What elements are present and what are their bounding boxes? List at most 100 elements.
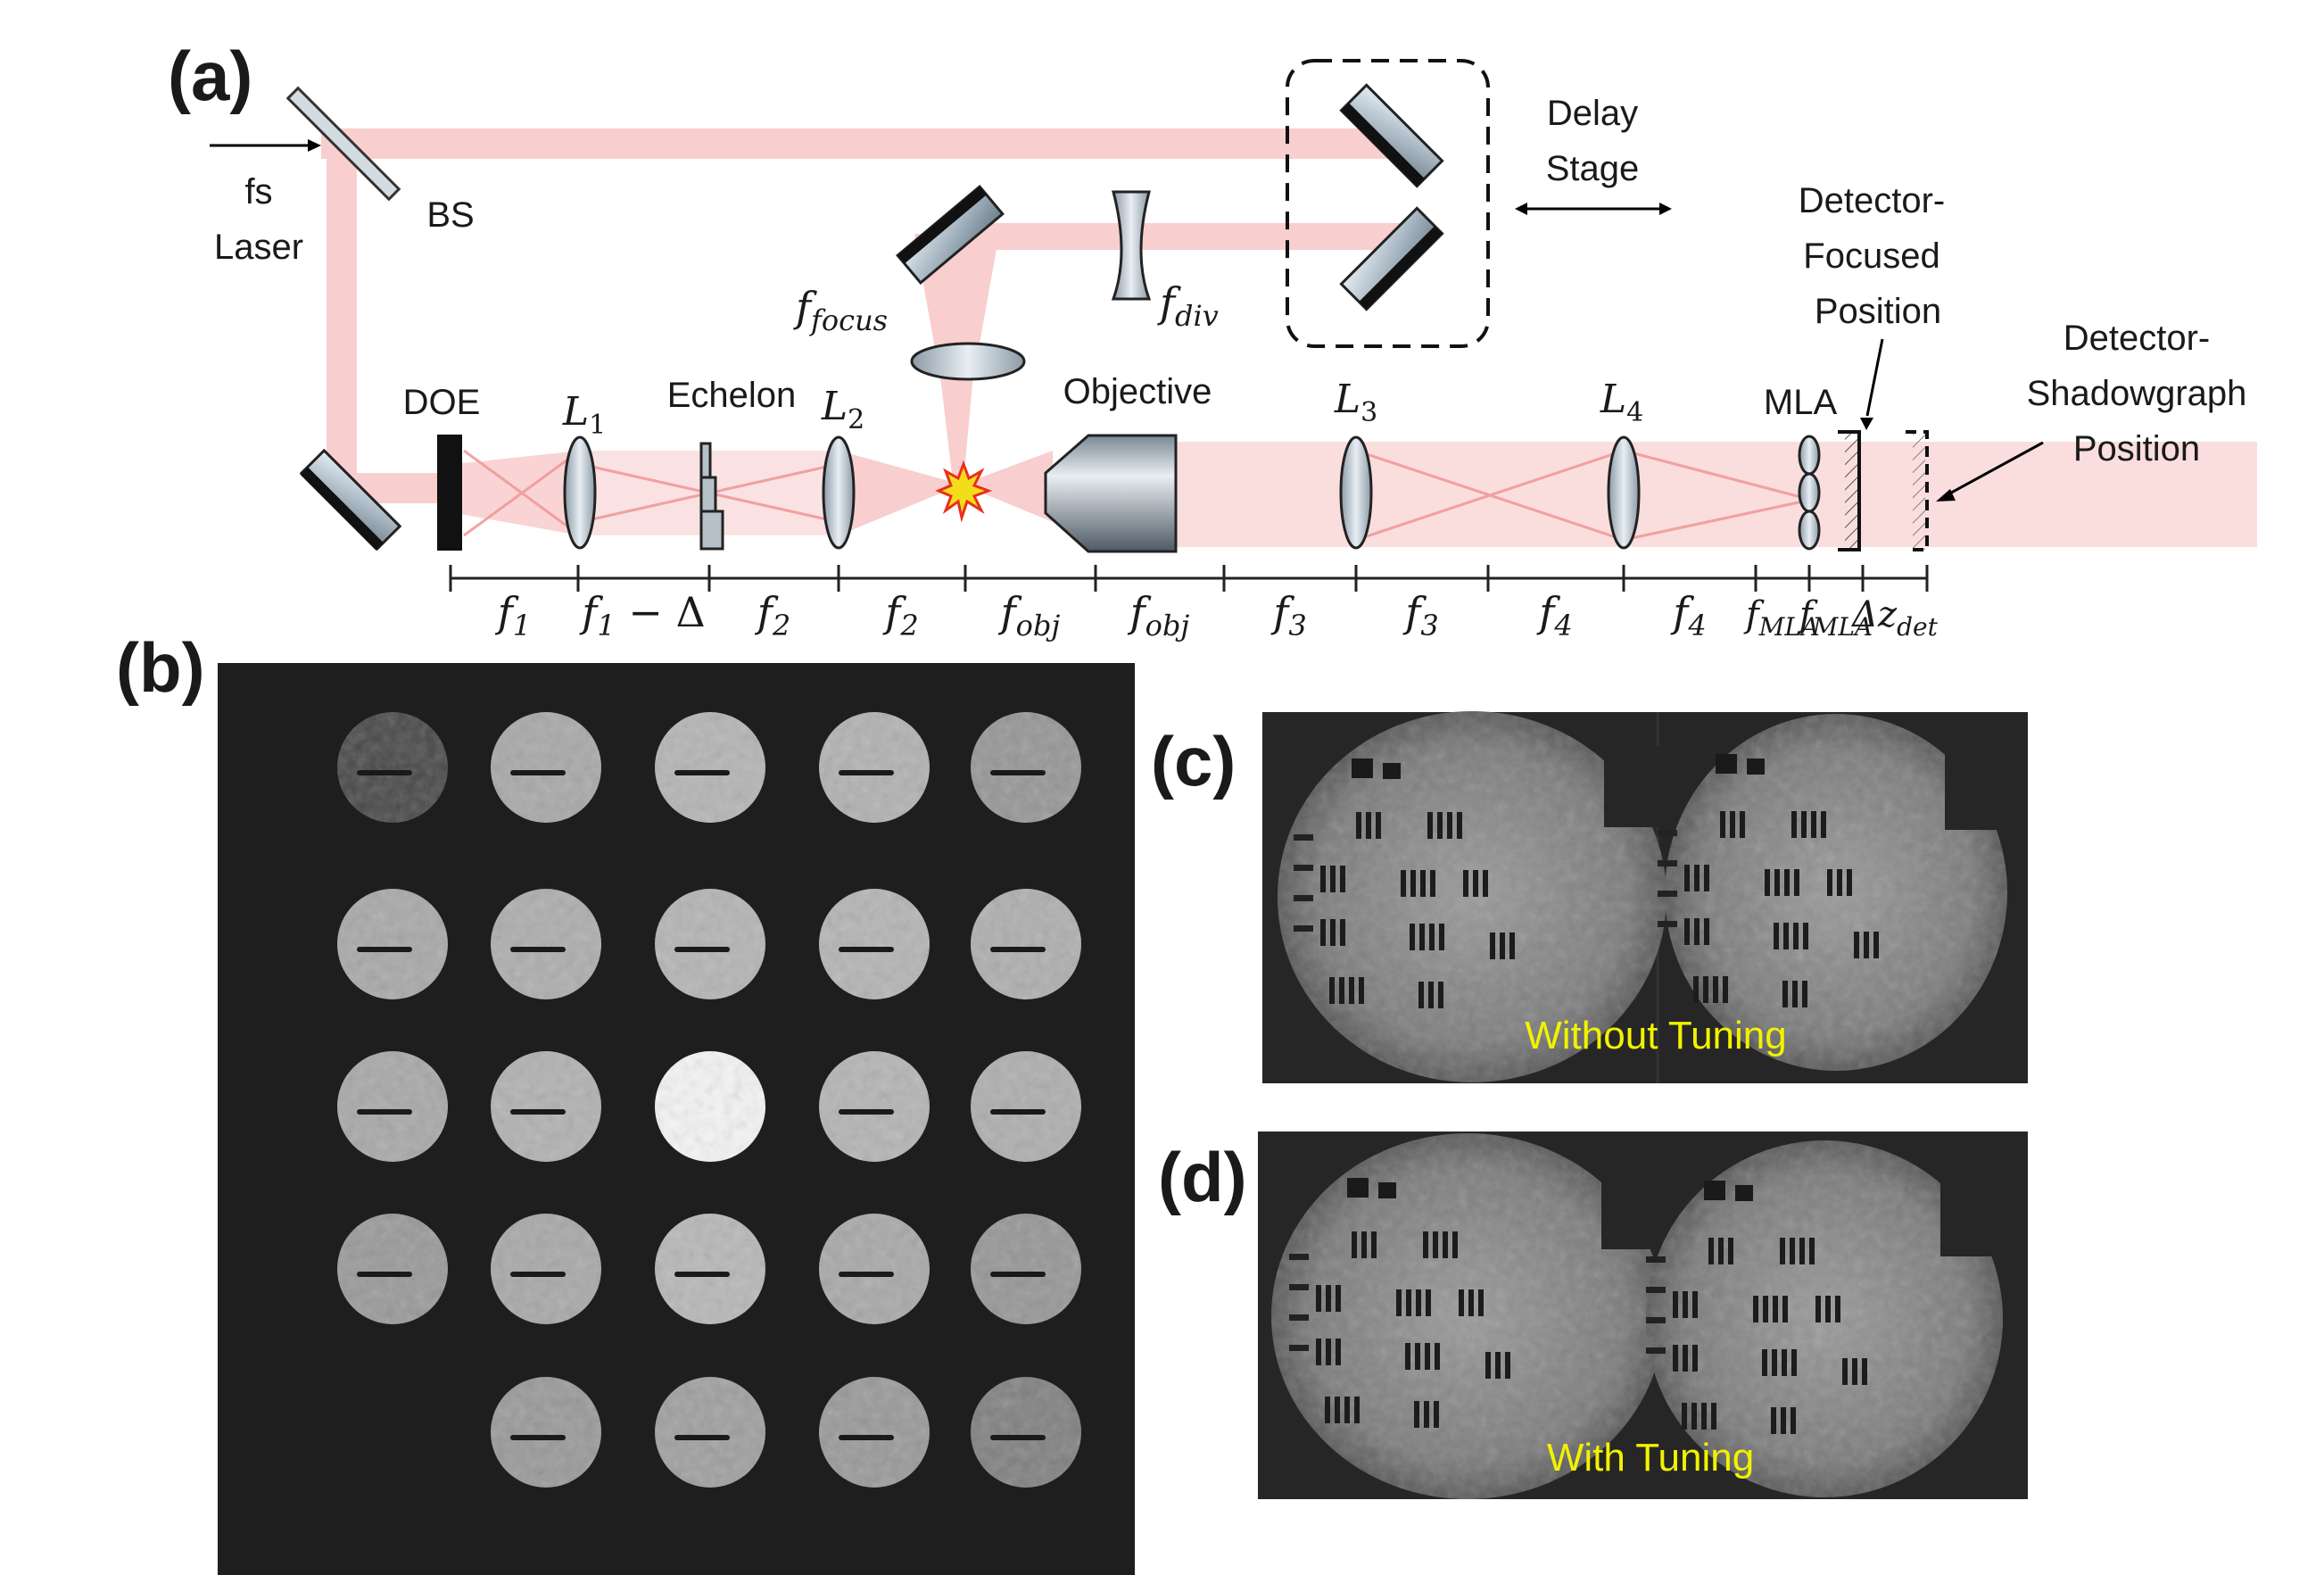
beam-vertical bbox=[327, 143, 357, 500]
target-bar bbox=[1718, 1238, 1724, 1264]
ruler-label: Δzdet bbox=[1850, 594, 1938, 642]
target-bar bbox=[1711, 1403, 1716, 1430]
target-bar bbox=[1691, 1403, 1697, 1430]
panel-c-image: (c) Without Tuning bbox=[1151, 711, 2028, 1083]
spot-texture bbox=[971, 1214, 1081, 1324]
label-doe: DOE bbox=[403, 383, 481, 422]
target-bar bbox=[1340, 919, 1345, 946]
target-bar bbox=[1809, 1238, 1815, 1264]
spot-texture bbox=[655, 889, 765, 999]
target-bar-h bbox=[1658, 860, 1677, 866]
label-l3: L3 bbox=[1334, 377, 1377, 428]
target-bar bbox=[1728, 1238, 1733, 1264]
target-bar bbox=[1500, 933, 1505, 959]
target-bar bbox=[1763, 1296, 1768, 1322]
spot-line bbox=[990, 947, 1046, 952]
target-bar bbox=[1692, 1291, 1698, 1318]
target-bar bbox=[1773, 1296, 1778, 1322]
ruler-label-sub: obj bbox=[1145, 609, 1190, 642]
target-bar bbox=[1376, 812, 1381, 839]
target-bar bbox=[1433, 1231, 1438, 1258]
ruler-label-sub: 4 bbox=[1687, 609, 1706, 642]
target-bar bbox=[1765, 869, 1770, 896]
spot-line bbox=[357, 1109, 412, 1115]
objective-lens bbox=[1044, 434, 1178, 553]
target-bar bbox=[1335, 1397, 1340, 1423]
spot-texture bbox=[819, 1051, 930, 1162]
target-bar bbox=[1326, 1285, 1331, 1312]
disc-texture bbox=[1665, 714, 2007, 1071]
target-bar bbox=[1782, 1296, 1788, 1322]
spot-texture bbox=[655, 1051, 765, 1162]
target-bar bbox=[1774, 923, 1779, 949]
target-bar bbox=[1791, 1349, 1797, 1376]
label-det-shadow-3: Position bbox=[2073, 429, 2200, 468]
target-bar bbox=[1459, 1289, 1464, 1316]
target-bar bbox=[1683, 1345, 1688, 1372]
disc-texture bbox=[1271, 1133, 1664, 1499]
target-bar bbox=[1790, 1238, 1795, 1264]
spot-line bbox=[990, 1109, 1046, 1115]
target-bar bbox=[1423, 1231, 1428, 1258]
target-bar bbox=[1495, 1352, 1501, 1379]
target-bar bbox=[1429, 924, 1435, 950]
target-bar bbox=[1447, 812, 1452, 839]
ruler-label-sub: MLA bbox=[1812, 612, 1873, 642]
ruler-label: f1 − Δ bbox=[579, 588, 705, 642]
spot-texture bbox=[971, 1051, 1081, 1162]
target-bar bbox=[1781, 1407, 1786, 1434]
target-bar bbox=[1694, 865, 1700, 891]
ruler-label-sub: 2 bbox=[899, 609, 918, 642]
target-bar bbox=[1683, 1291, 1688, 1318]
caption-without-tuning: Without Tuning bbox=[1525, 1014, 1787, 1057]
target-bar bbox=[1425, 1343, 1430, 1370]
target-bar-h bbox=[1289, 1284, 1309, 1290]
label-fdiv: fdiv bbox=[1157, 278, 1219, 333]
target-bar bbox=[1344, 1397, 1350, 1423]
target-bar bbox=[1842, 1358, 1848, 1385]
target-square bbox=[1704, 1181, 1725, 1200]
target-bar bbox=[1336, 1339, 1341, 1365]
target-bar bbox=[1356, 812, 1361, 839]
lens-l4 bbox=[1607, 435, 1641, 550]
target-bar bbox=[1693, 976, 1699, 1003]
disc-notch bbox=[1601, 1169, 1673, 1249]
target-bar bbox=[1401, 870, 1406, 897]
target-bar bbox=[1799, 1238, 1805, 1264]
spot-line bbox=[357, 770, 412, 775]
spot-texture bbox=[655, 1214, 765, 1324]
target-bar-h bbox=[1646, 1287, 1666, 1293]
label-mla: MLA bbox=[1764, 383, 1838, 422]
detector-shadowgraph bbox=[1906, 430, 1929, 551]
target-bar bbox=[1792, 981, 1798, 1007]
target-bar-h bbox=[1646, 1347, 1666, 1354]
mirror-focus bbox=[896, 184, 1005, 286]
ruler-ticks bbox=[449, 565, 1929, 592]
target-bar-h bbox=[1294, 925, 1313, 932]
label-l4: L4 bbox=[1600, 377, 1643, 428]
spot-line bbox=[357, 947, 412, 952]
target-bar bbox=[1673, 1291, 1678, 1318]
target-bar bbox=[1452, 1231, 1458, 1258]
target-bar bbox=[1457, 812, 1462, 839]
target-bar bbox=[1811, 811, 1816, 838]
target-bar bbox=[1509, 933, 1515, 959]
ruler-label: f2 bbox=[755, 588, 790, 642]
target-bar bbox=[1793, 923, 1799, 949]
target-bar bbox=[1684, 865, 1690, 891]
panel-label-d: (d) bbox=[1158, 1138, 1247, 1216]
delay-stage-box bbox=[1286, 59, 1490, 348]
target-bar bbox=[1473, 870, 1478, 897]
ruler-label-base: Δz bbox=[1850, 594, 1898, 635]
spot-line bbox=[510, 1435, 566, 1440]
target-bar bbox=[1468, 1289, 1474, 1316]
ruler-label: f3 bbox=[1270, 588, 1306, 642]
spot-texture bbox=[819, 889, 930, 999]
target-bar bbox=[1478, 1289, 1484, 1316]
target-bar-h bbox=[1646, 1256, 1666, 1263]
target-bar bbox=[1415, 1343, 1420, 1370]
spot-texture bbox=[655, 1377, 765, 1488]
spot-texture bbox=[337, 1214, 448, 1324]
target-bar-h bbox=[1294, 834, 1313, 841]
